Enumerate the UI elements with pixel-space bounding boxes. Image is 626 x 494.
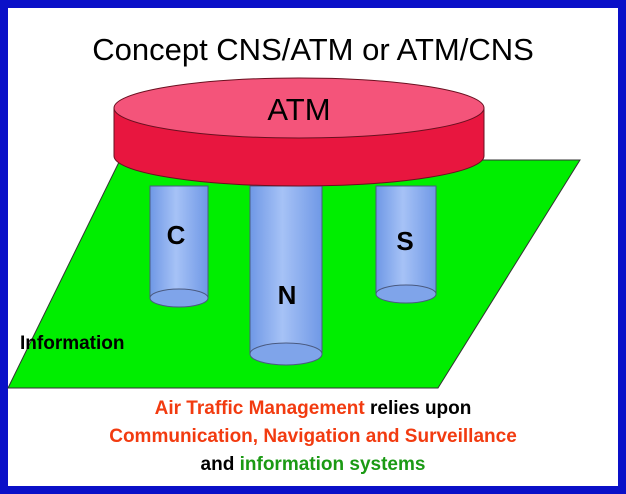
atm-platform [113,77,485,187]
pillar-n-label: N [278,280,297,310]
caption-info-highlight: information systems [239,454,426,475]
caption-and-text: and [200,454,235,475]
caption-line-3: and information systems [0,454,626,476]
pillar-s-label: S [396,226,413,256]
pillar-c-label: C [167,220,186,250]
information-label: Information [20,333,125,354]
pillar-c [149,185,209,308]
caption-relies-text: relies upon [370,398,472,419]
caption-atm-highlight: Air Traffic Management [154,398,365,419]
atm-label: ATM [267,92,330,127]
pillar-n [249,185,323,366]
caption-line-1: Air Traffic Management relies upon [0,398,626,420]
slide-title: Concept CNS/ATM or ATM/CNS [92,32,534,67]
caption-line-2: Communication, Navigation and Surveillan… [109,426,517,447]
pillar-s [375,185,437,304]
